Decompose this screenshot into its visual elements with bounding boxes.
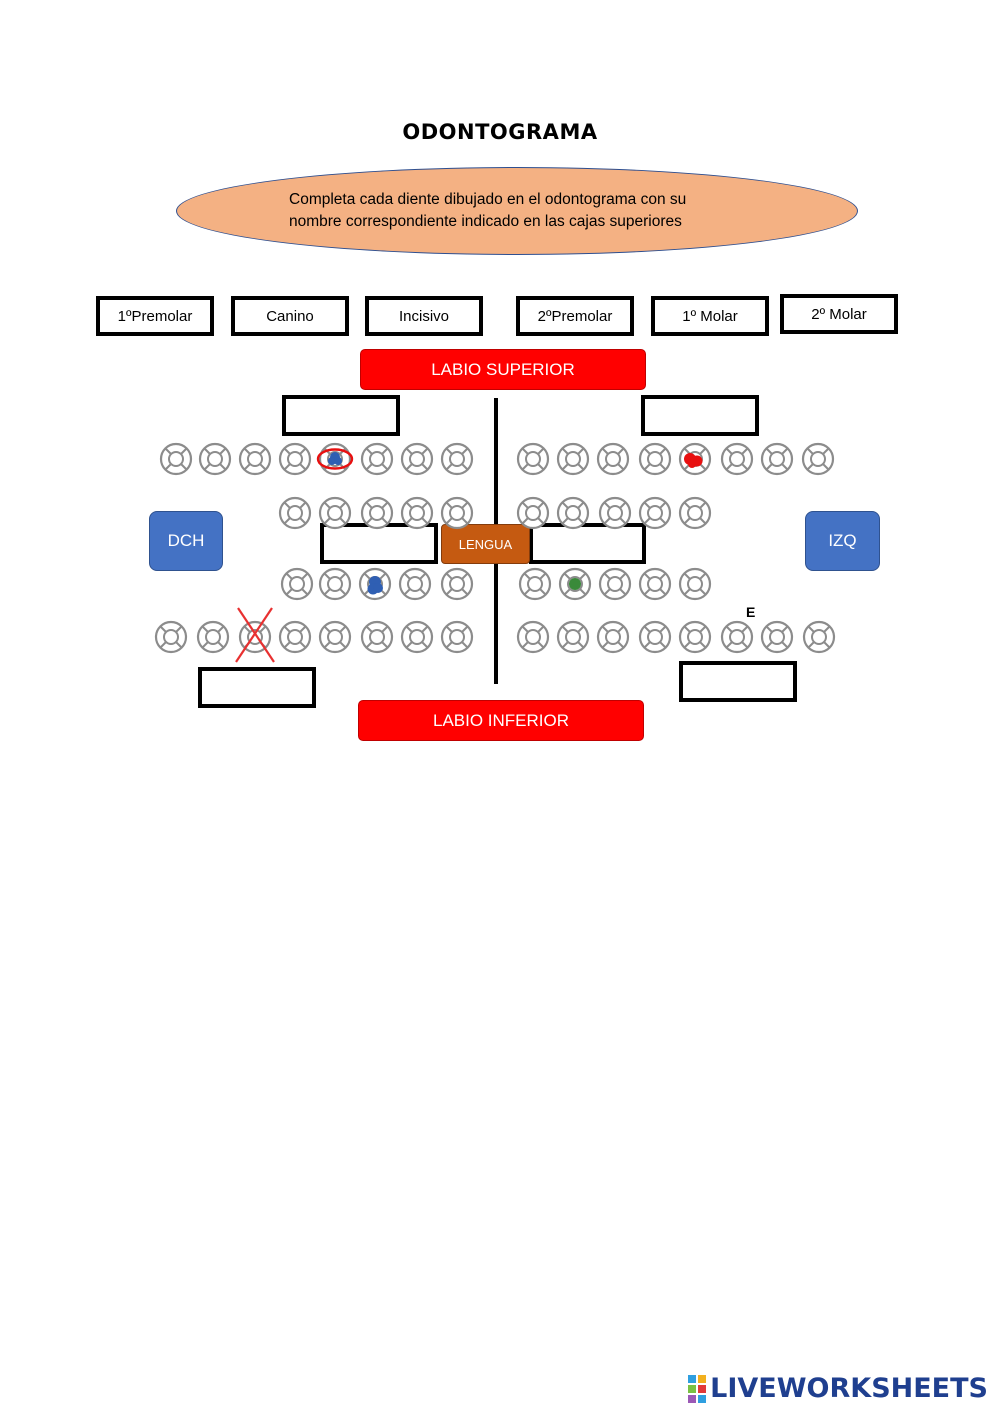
logo-grid-icon: [688, 1374, 707, 1403]
tooth-icon: [760, 620, 794, 654]
tooth-icon: [598, 496, 632, 530]
tooth-icon: [678, 620, 712, 654]
liveworksheets-logo: LIVEWORKSHEETS: [688, 1373, 988, 1404]
tooth-icon: [278, 620, 312, 654]
tooth-icon: [159, 442, 193, 476]
tooth-icon: [360, 620, 394, 654]
upper-lip-label: LABIO SUPERIOR: [360, 349, 646, 390]
tooth-icon: [316, 442, 354, 476]
tooth-icon: [518, 567, 552, 601]
word-box-2-molar[interactable]: 2º Molar: [780, 294, 898, 334]
tooth-icon: [638, 442, 672, 476]
answer-box-lower-left[interactable]: [679, 661, 797, 702]
word-box-1-premolar[interactable]: 1ºPremolar: [96, 296, 214, 336]
tongue-label: LENGUA: [441, 524, 530, 564]
instruction-text: Completa cada diente dibujado en el odon…: [289, 191, 687, 230]
tooth-icon: [358, 567, 392, 601]
left-side-label: IZQ: [805, 511, 880, 571]
tooth-icon: [802, 620, 836, 654]
tooth-icon: [720, 442, 754, 476]
tooth-icon: [440, 496, 474, 530]
answer-box-upper-left[interactable]: [641, 395, 759, 436]
tooth-icon: [440, 620, 474, 654]
tooth-icon: [558, 567, 592, 601]
tooth-icon: [318, 567, 352, 601]
answer-box-center-left[interactable]: [529, 523, 646, 564]
tooth-icon: [596, 620, 630, 654]
tooth-icon: [516, 496, 550, 530]
answer-box-center-right[interactable]: [320, 523, 438, 564]
brand-text: LIVEWORKSHEETS: [710, 1373, 988, 1404]
tooth-icon: [278, 496, 312, 530]
page-title: ODONTOGRAMA: [402, 120, 598, 144]
lower-lip-label: LABIO INFERIOR: [358, 700, 644, 741]
tooth-icon: [556, 620, 590, 654]
instruction-ellipse: [176, 167, 858, 255]
tooth-icon: [154, 620, 188, 654]
tooth-icon: [318, 496, 352, 530]
tooth-icon: [516, 620, 550, 654]
tooth-icon: [678, 442, 712, 476]
tooth-icon: [801, 442, 835, 476]
tooth-icon: [238, 442, 272, 476]
marker-e: E: [746, 604, 756, 620]
tooth-icon: [638, 496, 672, 530]
word-box-2-premolar[interactable]: 2ºPremolar: [516, 296, 634, 336]
tooth-icon: [398, 567, 432, 601]
tooth-icon: [400, 620, 434, 654]
tooth-icon: [638, 567, 672, 601]
answer-box-upper-right[interactable]: [282, 395, 400, 436]
tooth-icon: [678, 567, 712, 601]
tooth-icon: [720, 620, 754, 654]
word-box-incisivo[interactable]: Incisivo: [365, 296, 483, 336]
tooth-icon: [760, 442, 794, 476]
word-box-canino[interactable]: Canino: [231, 296, 349, 336]
tooth-icon: [400, 496, 434, 530]
tooth-icon: [400, 442, 434, 476]
tooth-icon: [598, 567, 632, 601]
tooth-icon: [638, 620, 672, 654]
answer-box-lower-right[interactable]: [198, 667, 316, 708]
tooth-icon: [280, 567, 314, 601]
tooth-icon: [318, 620, 352, 654]
right-side-label: DCH: [149, 511, 223, 571]
tooth-icon: [235, 607, 275, 663]
tooth-icon: [198, 442, 232, 476]
tooth-icon: [596, 442, 630, 476]
tooth-icon: [556, 442, 590, 476]
tooth-icon: [196, 620, 230, 654]
tooth-icon: [360, 442, 394, 476]
tooth-icon: [440, 567, 474, 601]
tooth-icon: [556, 496, 590, 530]
tooth-icon: [516, 442, 550, 476]
tooth-icon: [678, 496, 712, 530]
word-box-1-molar[interactable]: 1º Molar: [651, 296, 769, 336]
tooth-icon: [440, 442, 474, 476]
tooth-icon: [360, 496, 394, 530]
tooth-icon: [278, 442, 312, 476]
